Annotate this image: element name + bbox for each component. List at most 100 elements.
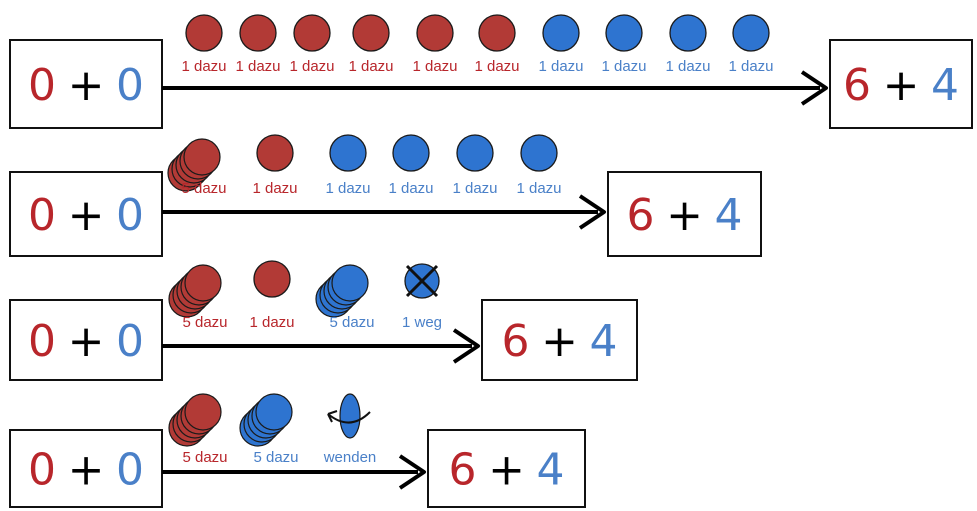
step-4: 1 dazu bbox=[348, 14, 394, 75]
blue-token bbox=[542, 14, 580, 52]
step-label: 5 dazu bbox=[181, 180, 226, 197]
step-label: 1 dazu bbox=[348, 58, 393, 75]
step-4: 1 weg bbox=[402, 263, 442, 331]
step-label: 1 dazu bbox=[181, 58, 226, 75]
step-3: 5 dazu bbox=[315, 264, 375, 331]
red-token bbox=[416, 14, 454, 52]
blue-token bbox=[520, 134, 558, 172]
red-stack-token bbox=[184, 393, 222, 431]
end-equation-box bbox=[829, 39, 973, 129]
blue-token bbox=[456, 134, 494, 172]
arrowhead-icon bbox=[800, 70, 828, 106]
start-equation-blue-number: 0 bbox=[116, 316, 144, 367]
step-5: 1 dazu bbox=[412, 14, 458, 75]
step-2: 1 dazu bbox=[252, 134, 298, 197]
start-equation-box bbox=[9, 39, 163, 129]
step-label: 1 dazu bbox=[474, 58, 519, 75]
start-equation-blue-number: 0 bbox=[116, 60, 144, 111]
end-equation-operator: + bbox=[883, 60, 920, 111]
step-6: 1 dazu bbox=[516, 134, 562, 197]
step-2: 5 dazu bbox=[239, 393, 299, 466]
step-4: 1 dazu bbox=[388, 134, 434, 197]
end-equation-blue-number: 4 bbox=[931, 60, 959, 111]
arrowhead-icon bbox=[398, 454, 426, 490]
red-token bbox=[293, 14, 331, 52]
end-equation-blue-number: 4 bbox=[590, 316, 618, 367]
step-5: 1 dazu bbox=[452, 134, 498, 197]
red-token bbox=[239, 14, 277, 52]
end-equation-blue-number: 4 bbox=[715, 190, 743, 241]
arrowhead-icon bbox=[452, 328, 480, 364]
rotate-arrowhead-icon bbox=[327, 410, 338, 423]
step-1: 5 dazu bbox=[168, 264, 228, 331]
step-6: 1 dazu bbox=[474, 14, 520, 75]
start-equation-operator: + bbox=[68, 316, 105, 367]
step-label: 5 dazu bbox=[253, 449, 298, 466]
end-equation-operator: + bbox=[666, 190, 703, 241]
step-label: 1 weg bbox=[402, 314, 442, 331]
start-equation-red-number: 0 bbox=[28, 60, 56, 111]
step-label: 1 dazu bbox=[249, 314, 294, 331]
cross-mark bbox=[405, 264, 439, 298]
blue-stack-token bbox=[255, 393, 293, 431]
start-equation-box bbox=[9, 299, 163, 381]
blue-token bbox=[669, 14, 707, 52]
step-9: 1 dazu bbox=[665, 14, 711, 75]
end-equation-red-number: 6 bbox=[502, 316, 530, 367]
step-10: 1 dazu bbox=[728, 14, 774, 75]
flip-token bbox=[339, 393, 361, 439]
step-label: 1 dazu bbox=[665, 58, 710, 75]
end-equation-box bbox=[607, 171, 762, 257]
start-equation-red-number: 0 bbox=[28, 190, 56, 241]
step-label: 5 dazu bbox=[329, 314, 374, 331]
step-label: 1 dazu bbox=[388, 180, 433, 197]
step-1: 5 dazu bbox=[167, 138, 227, 197]
start-equation-red-number: 0 bbox=[28, 316, 56, 367]
end-equation-red-number: 6 bbox=[843, 60, 871, 111]
end-equation-operator: + bbox=[488, 445, 525, 496]
step-1: 1 dazu bbox=[181, 14, 227, 75]
red-token bbox=[253, 260, 291, 298]
end-equation-red-number: 6 bbox=[449, 445, 477, 496]
blue-token bbox=[329, 134, 367, 172]
step-label: 1 dazu bbox=[289, 58, 334, 75]
start-equation-box bbox=[9, 171, 163, 257]
step-3: 1 dazu bbox=[289, 14, 335, 75]
red-stack-token bbox=[183, 138, 221, 176]
step-label: 1 dazu bbox=[728, 58, 773, 75]
step-3: 1 dazu bbox=[325, 134, 371, 197]
blue-token bbox=[392, 134, 430, 172]
step-8: 1 dazu bbox=[601, 14, 647, 75]
end-equation-box bbox=[481, 299, 638, 381]
step-label: 1 dazu bbox=[601, 58, 646, 75]
start-equation-box bbox=[9, 429, 163, 508]
rotate-arrow-icon bbox=[327, 411, 371, 424]
step-label: wenden bbox=[323, 449, 377, 466]
end-equation-box bbox=[427, 429, 586, 508]
step-label: 1 dazu bbox=[325, 180, 370, 197]
start-equation-blue-number: 0 bbox=[116, 445, 144, 496]
step-3: wenden bbox=[323, 393, 377, 466]
step-label: 1 dazu bbox=[235, 58, 280, 75]
red-token bbox=[352, 14, 390, 52]
start-equation-operator: + bbox=[68, 445, 105, 496]
start-equation-operator: + bbox=[68, 190, 105, 241]
step-2: 1 dazu bbox=[235, 14, 281, 75]
start-equation-operator: + bbox=[68, 60, 105, 111]
start-equation-blue-number: 0 bbox=[116, 190, 144, 241]
end-equation-blue-number: 4 bbox=[537, 445, 565, 496]
step-1: 5 dazu bbox=[168, 393, 228, 466]
step-label: 1 dazu bbox=[412, 58, 457, 75]
step-7: 1 dazu bbox=[538, 14, 584, 75]
start-equation-red-number: 0 bbox=[28, 445, 56, 496]
step-label: 1 dazu bbox=[516, 180, 561, 197]
step-label: 1 dazu bbox=[252, 180, 297, 197]
arrowhead-icon bbox=[578, 194, 606, 230]
step-2: 1 dazu bbox=[249, 260, 295, 331]
step-label: 1 dazu bbox=[452, 180, 497, 197]
